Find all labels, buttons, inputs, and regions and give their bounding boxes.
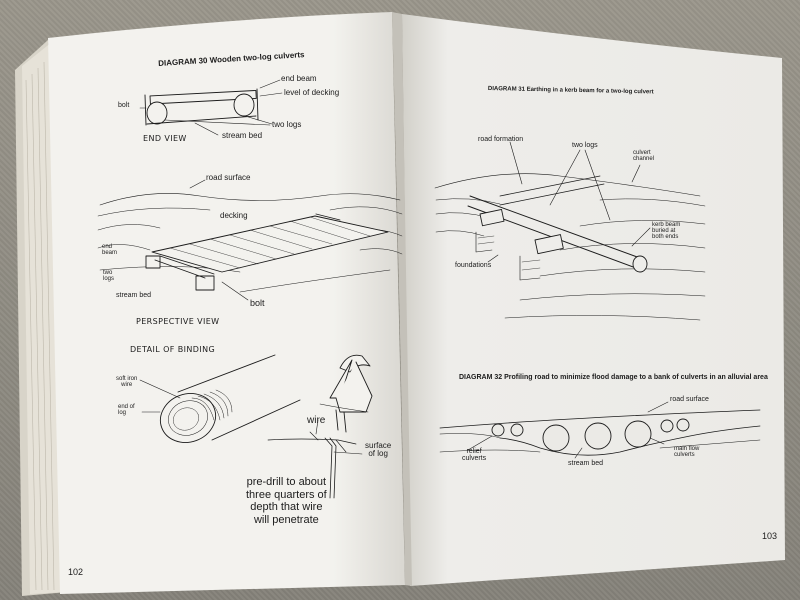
perspective-label-stream-bed: stream bed <box>116 292 152 299</box>
d31-label-road-formation: road formation <box>478 136 524 143</box>
binding-detail-drawing <box>139 354 373 499</box>
d32-label-main-flow-culverts: main flow culverts <box>674 446 700 458</box>
d31-label-two-logs: two logs <box>572 142 598 149</box>
end-view-heading: END VIEW <box>143 134 187 143</box>
d32-label-relief-culverts: relief culverts <box>462 448 487 462</box>
d31-label-culvert-channel: culvert channel <box>633 150 655 162</box>
right-page-number: 103 <box>762 531 778 541</box>
road-profile-drawing <box>439 401 761 459</box>
right-page-sheet <box>402 14 785 586</box>
binding-label-predrill: pre-drill to about three quarters of dep… <box>246 476 327 526</box>
perspective-label-two-logs: two logs <box>103 270 115 282</box>
binding-label-wire: wire <box>307 415 326 426</box>
perspective-view-heading: PERSPECTIVE VIEW <box>136 317 220 326</box>
d31-label-kerb-beam: kerb beam buried at both ends <box>652 222 681 240</box>
d32-label-stream-bed: stream bed <box>568 460 604 467</box>
earthing-kerb-beam-drawing <box>434 141 706 321</box>
diagram-32-title: DIAGRAM 32 Profiling road to minimize fl… <box>459 374 768 381</box>
left-page-number: 102 <box>68 567 84 577</box>
perspective-label-bolt: bolt <box>250 298 265 308</box>
end-view-label-bolt: bolt <box>118 102 130 109</box>
binding-heading: DETAIL OF BINDING <box>130 345 216 354</box>
end-view-drawing <box>139 79 283 136</box>
end-view-label-stream-bed: stream bed <box>222 131 263 140</box>
left-page-sheet <box>48 12 405 594</box>
end-view-label-end-beam: end beam <box>281 74 317 83</box>
perspective-label-end-beam: end beam <box>102 244 118 256</box>
end-view-label-two-logs: two logs <box>272 120 302 129</box>
end-view-label-level-of-decking: level of decking <box>284 88 340 97</box>
d32-label-road-surface: road surface <box>670 396 709 403</box>
d31-label-foundations: foundations <box>455 262 492 269</box>
perspective-label-decking: decking <box>220 211 248 220</box>
perspective-view-drawing <box>97 179 403 301</box>
binding-label-soft-iron-wire: soft iron wire <box>116 376 138 388</box>
binding-label-surface-of-log: surface of log <box>365 441 392 458</box>
binding-label-end-of-log: end of log <box>118 404 135 416</box>
perspective-label-road-surface: road surface <box>206 173 251 182</box>
